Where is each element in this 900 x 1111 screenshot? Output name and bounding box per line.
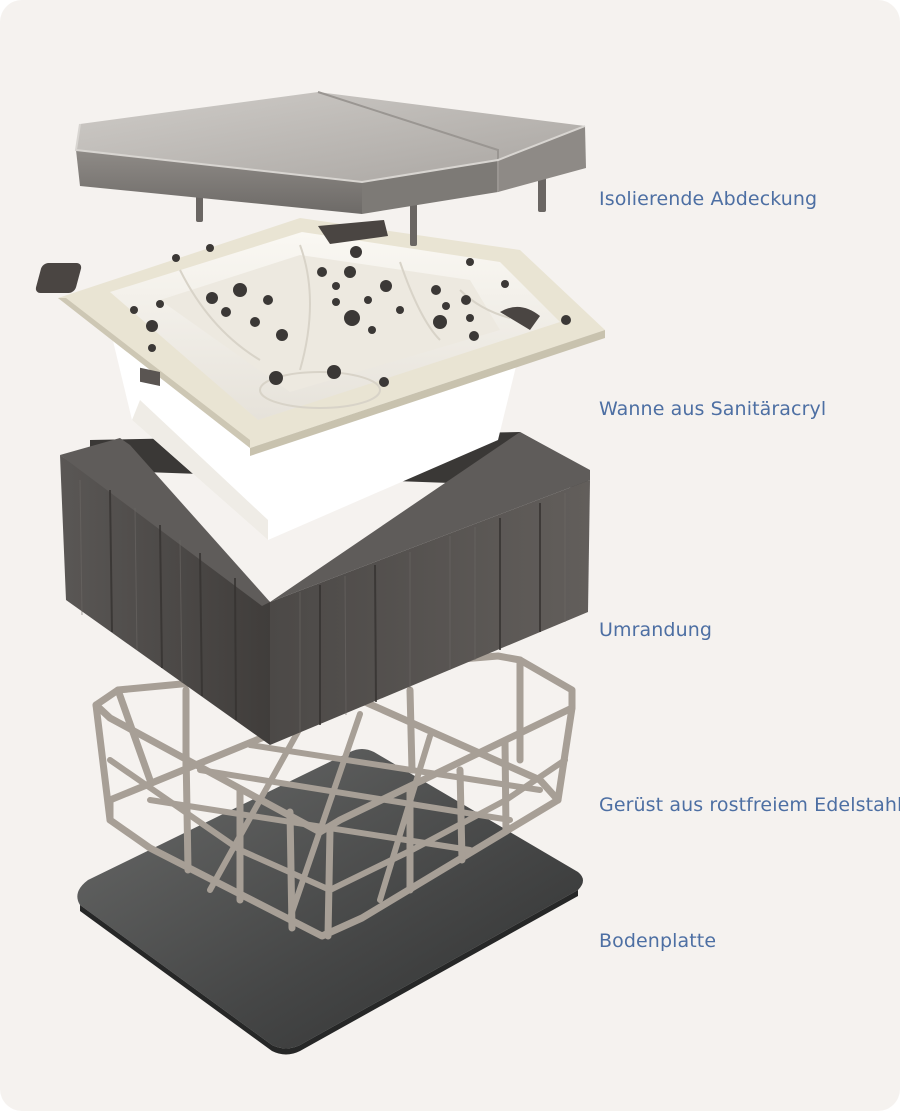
insulated-cover bbox=[74, 91, 586, 246]
label-acrylic-shell: Wanne aus Sanitäracryl bbox=[599, 398, 827, 420]
label-insulated-cover: Isolierende Abdeckung bbox=[599, 188, 818, 210]
label-stainless-frame: Gerüst aus rostfreiem Edelstahl bbox=[599, 794, 900, 816]
label-skirt-surround: Umrandung bbox=[599, 619, 713, 641]
label-base-plate: Bodenplatte bbox=[599, 930, 717, 952]
stainless-steel-frame bbox=[92, 652, 576, 940]
acrylic-shell bbox=[35, 218, 605, 540]
